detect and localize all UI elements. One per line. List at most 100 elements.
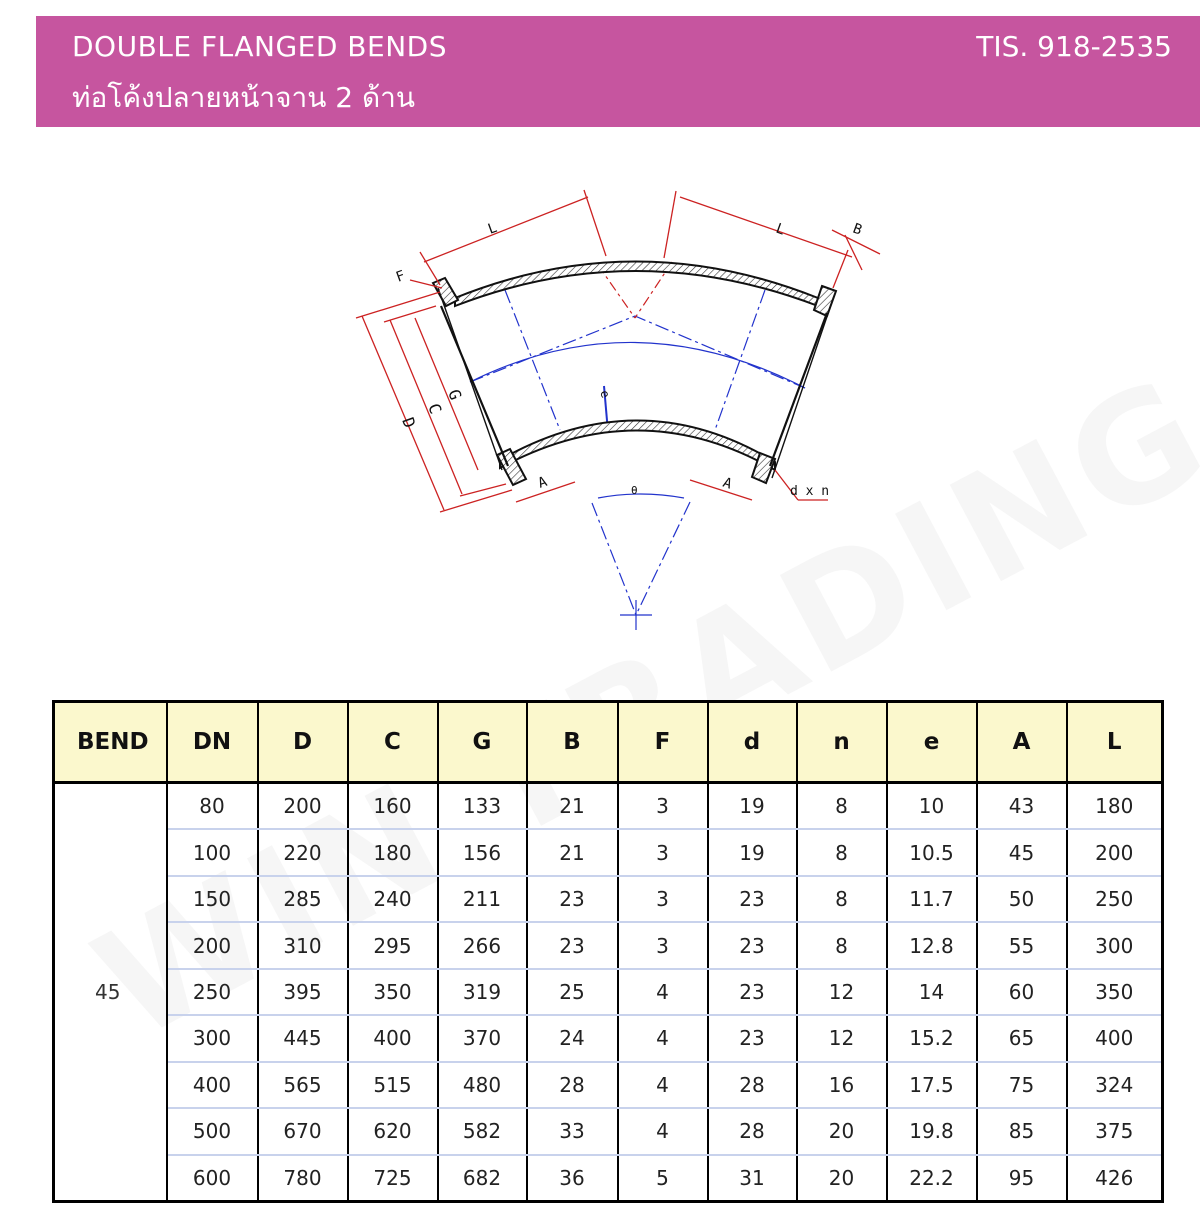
table-cell-b: 23 — [525, 875, 619, 924]
table-cell-a: 50 — [975, 875, 1068, 924]
table-cell-b: 28 — [525, 1061, 619, 1110]
table-cell-a: 43 — [975, 782, 1068, 831]
label-e: e — [597, 388, 613, 400]
table-cell-g: 582 — [436, 1108, 528, 1156]
table-cell-l: 400 — [1065, 1015, 1164, 1063]
flanges — [431, 276, 838, 487]
table-cell-g: 211 — [436, 875, 528, 924]
table-cell-e: 12.8 — [885, 922, 978, 970]
label-l-left: L — [486, 220, 499, 238]
table-cell-b: 36 — [525, 1154, 619, 1202]
table-cell-b: 23 — [525, 922, 619, 970]
table-cell-c: 620 — [346, 1108, 439, 1156]
table-cell-f: 4 — [616, 1061, 709, 1110]
table-cell-l: 250 — [1065, 875, 1164, 924]
table-cell-c: 515 — [346, 1061, 439, 1110]
table-cell-l: 180 — [1065, 782, 1164, 831]
table-cell-g: 480 — [436, 1061, 528, 1110]
label-dxn: d x n — [790, 484, 829, 499]
table-cell-d: 31 — [706, 1154, 798, 1202]
table-cell-f: 3 — [616, 922, 709, 970]
table-cell-a: 60 — [975, 968, 1068, 1017]
table-cell-d: 565 — [256, 1061, 349, 1110]
header-banner: DOUBLE FLANGED BENDS ท่อโค้งปลายหน้าจาน … — [36, 16, 1200, 127]
table-cell-g: 319 — [436, 968, 528, 1017]
label-a-right: A — [721, 475, 735, 493]
table-cell-l: 300 — [1065, 922, 1164, 970]
table-cell-d: 23 — [706, 922, 798, 970]
bend-angle-cell: 45 — [52, 782, 168, 1202]
label-g: G — [444, 387, 465, 403]
table-cell-d: 395 — [256, 968, 349, 1017]
table-cell-d: 220 — [256, 829, 349, 877]
column-header-d: d — [706, 701, 798, 784]
table-cell-c: 725 — [346, 1154, 439, 1202]
table-cell-a: 85 — [975, 1108, 1068, 1156]
table-cell-d: 23 — [706, 968, 798, 1017]
table-cell-d: 310 — [256, 922, 349, 970]
table-cell-a: 65 — [975, 1015, 1068, 1063]
title-english: DOUBLE FLANGED BENDS — [72, 30, 447, 63]
table-cell-f: 3 — [616, 829, 709, 877]
table-cell-n: 12 — [795, 1015, 888, 1063]
table-cell-n: 8 — [795, 829, 888, 877]
table-cell-d: 23 — [706, 875, 798, 924]
column-header-e: e — [885, 701, 978, 784]
table-cell-f: 5 — [616, 1154, 709, 1202]
table-cell-g: 266 — [436, 922, 528, 970]
table-cell-g: 682 — [436, 1154, 528, 1202]
table-cell-dn: 150 — [165, 875, 259, 924]
table-cell-e: 10.5 — [885, 829, 978, 877]
table-cell-b: 25 — [525, 968, 619, 1017]
column-header-b: B — [525, 701, 619, 784]
column-header-l: L — [1065, 701, 1164, 784]
table-cell-d: 200 — [256, 782, 349, 831]
table-cell-d: 285 — [256, 875, 349, 924]
table-cell-l: 324 — [1065, 1061, 1164, 1110]
table-cell-b: 21 — [525, 829, 619, 877]
table-cell-d: 19 — [706, 782, 798, 831]
table-cell-c: 180 — [346, 829, 439, 877]
table-cell-d: 780 — [256, 1154, 349, 1202]
label-b: B — [851, 221, 864, 239]
table-cell-e: 22.2 — [885, 1154, 978, 1202]
column-header-g: G — [436, 701, 528, 784]
table-cell-g: 133 — [436, 782, 528, 831]
table-cell-f: 4 — [616, 968, 709, 1017]
table-cell-d: 670 — [256, 1108, 349, 1156]
table-cell-e: 10 — [885, 782, 978, 831]
table-cell-dn: 250 — [165, 968, 259, 1017]
column-header-c: C — [346, 701, 439, 784]
column-header-bend: BEND — [52, 701, 168, 784]
table-cell-dn: 400 — [165, 1061, 259, 1110]
column-header-f: F — [616, 701, 709, 784]
column-header-dn: DN — [165, 701, 259, 784]
table-cell-c: 350 — [346, 968, 439, 1017]
table-cell-g: 156 — [436, 829, 528, 877]
table-cell-b: 21 — [525, 782, 619, 831]
table-cell-l: 375 — [1065, 1108, 1164, 1156]
table-cell-e: 14 — [885, 968, 978, 1017]
table-cell-d: 28 — [706, 1061, 798, 1110]
table-cell-a: 75 — [975, 1061, 1068, 1110]
table-cell-e: 15.2 — [885, 1015, 978, 1063]
table-cell-dn: 200 — [165, 922, 259, 970]
column-header-n: n — [795, 701, 888, 784]
table-cell-c: 240 — [346, 875, 439, 924]
table-cell-b: 24 — [525, 1015, 619, 1063]
table-cell-d: 28 — [706, 1108, 798, 1156]
table-cell-n: 8 — [795, 782, 888, 831]
dimension-lines — [355, 189, 881, 513]
table-cell-f: 4 — [616, 1015, 709, 1063]
table-cell-a: 55 — [975, 922, 1068, 970]
table-cell-n: 12 — [795, 968, 888, 1017]
column-header-a: A — [975, 701, 1068, 784]
